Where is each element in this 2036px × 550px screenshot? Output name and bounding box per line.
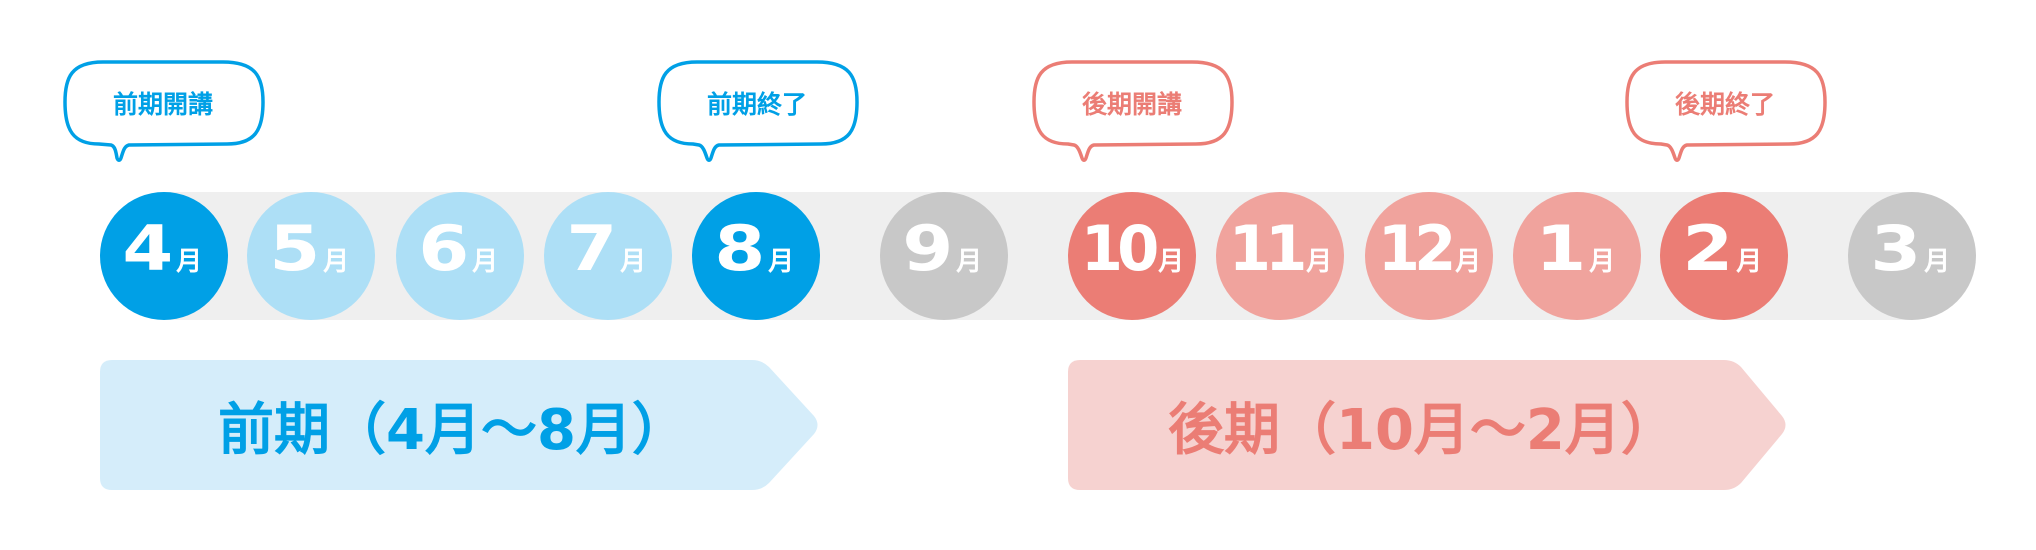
month-unit: 月 bbox=[768, 247, 795, 277]
month-unit: 月 bbox=[1924, 247, 1951, 277]
month-number: 3 bbox=[1870, 212, 1921, 285]
arrow-shape-icon bbox=[1068, 360, 1786, 490]
phase-label: 前期（4月〜8月） bbox=[218, 397, 688, 463]
callout-label: 前期開講 bbox=[112, 89, 213, 119]
month-number: 5 bbox=[269, 212, 320, 285]
month-unit: 月 bbox=[956, 247, 983, 277]
month-number: 6 bbox=[418, 212, 469, 285]
callout-second-term-end: 後期終了 bbox=[1625, 60, 1827, 162]
speech-bubble-icon bbox=[63, 60, 265, 162]
month-unit: 月 bbox=[1158, 247, 1185, 277]
month-number: 4 bbox=[122, 212, 173, 285]
arrow-shape-icon bbox=[100, 360, 818, 490]
month-number: 1 bbox=[1535, 212, 1586, 285]
month-number: 2 bbox=[1682, 212, 1733, 285]
month-unit: 月 bbox=[176, 247, 203, 277]
callout-label: 後期開講 bbox=[1081, 89, 1182, 119]
phase-first-term: 前期（4月〜8月） bbox=[100, 360, 822, 490]
phase-label: 後期（10月〜2月） bbox=[1168, 397, 1677, 463]
callout-second-term-start: 後期開講 bbox=[1032, 60, 1234, 162]
month-unit: 月 bbox=[472, 247, 499, 277]
month-unit: 月 bbox=[1306, 247, 1333, 277]
month-unit: 月 bbox=[1736, 247, 1763, 277]
speech-bubble-icon bbox=[1625, 60, 1827, 162]
callout-first-term-start: 前期開講 bbox=[63, 60, 265, 162]
callout-label: 後期終了 bbox=[1674, 89, 1775, 119]
month-unit: 月 bbox=[1589, 247, 1616, 277]
month-number: 9 bbox=[902, 212, 953, 285]
callout-first-term-end: 前期終了 bbox=[657, 60, 859, 162]
month-number: 10 bbox=[1080, 212, 1160, 285]
phase-second-term: 後期（10月〜2月） bbox=[1068, 360, 1790, 490]
month-number: 12 bbox=[1377, 212, 1457, 285]
month-unit: 月 bbox=[323, 247, 350, 277]
speech-bubble-icon bbox=[657, 60, 859, 162]
month-number: 11 bbox=[1228, 212, 1308, 285]
callout-label: 前期終了 bbox=[706, 89, 807, 119]
month-number: 8 bbox=[714, 212, 765, 285]
month-number: 7 bbox=[566, 212, 617, 285]
speech-bubble-icon bbox=[1032, 60, 1234, 162]
month-unit: 月 bbox=[620, 247, 647, 277]
month-unit: 月 bbox=[1455, 247, 1482, 277]
